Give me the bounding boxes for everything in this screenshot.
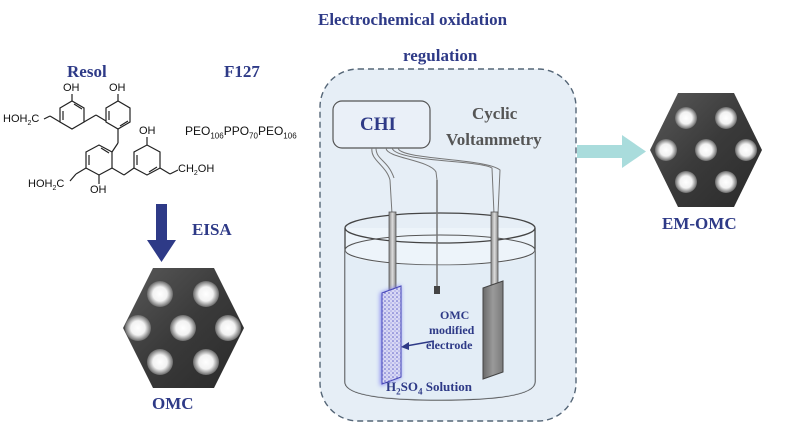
em-omc-pore-1	[675, 107, 697, 129]
resol-ring-4	[133, 144, 161, 176]
title-line-2: regulation	[403, 46, 478, 65]
hoh2c-top-label: HOH2C	[3, 113, 40, 128]
oh-label-2: OH	[109, 82, 126, 94]
omc-modified-electrode	[380, 285, 402, 386]
electrode-label-line-3: electrode	[426, 338, 473, 352]
cv-label-line-1: Cyclic	[472, 104, 518, 123]
em-omc-pore-6	[675, 171, 697, 193]
oh-label-3: OH	[139, 125, 156, 137]
electrode-pointer-arrow	[401, 340, 435, 350]
resol-ring-3	[85, 144, 113, 176]
oh-label-4: OH	[90, 184, 107, 196]
peo-b: PEO	[257, 124, 284, 138]
title-line-1: Electrochemical oxidation	[318, 10, 508, 29]
em-omc-label: EM-OMC	[662, 214, 737, 233]
em-omc-pore-7	[715, 171, 737, 193]
peo-a: PEO	[185, 124, 211, 138]
ppo: PPO	[223, 124, 250, 138]
sub-106b: 106	[283, 131, 297, 141]
f127-label: F127	[224, 62, 260, 81]
ch2oh-label: CH2OH	[178, 163, 215, 178]
em-omc-pore-5	[735, 139, 757, 161]
beaker-rim	[344, 212, 536, 244]
em-omc-hexagon	[650, 93, 762, 207]
sub-70: 70	[249, 131, 258, 141]
electrode-label-line-2: modified	[429, 323, 475, 337]
omc-pore-6	[147, 349, 173, 375]
omc-pore-1	[147, 281, 173, 307]
omc-pore-2	[193, 281, 219, 307]
chi-label: CHI	[360, 114, 396, 135]
f127-formula: PEO106PPO70PEO106	[185, 124, 297, 140]
result-arrow	[577, 135, 646, 168]
eisa-arrow	[147, 204, 176, 262]
eisa-label: EISA	[192, 220, 232, 239]
chi-box	[332, 100, 431, 149]
omc-pore-7	[193, 349, 219, 375]
cv-label-line-2: Voltammetry	[446, 130, 542, 149]
em-omc-pore-3	[655, 139, 677, 161]
working-electrode-rod	[388, 211, 397, 291]
electrode-wires	[371, 147, 501, 215]
hoh2c-bottom-label: HOH2C	[28, 178, 65, 193]
omc-pore-3	[125, 315, 151, 341]
solution-label: H2SO4 Solution	[386, 379, 472, 397]
counter-electrode-plate	[482, 280, 504, 380]
em-omc-pore-4	[695, 139, 717, 161]
resol-label: Resol	[67, 62, 107, 81]
counter-electrode-rod	[490, 211, 499, 291]
omc-label: OMC	[152, 394, 194, 413]
omc-pore-5	[215, 315, 241, 341]
beaker	[344, 212, 536, 401]
omc-hexagon	[123, 268, 244, 388]
omc-pore-4	[170, 315, 196, 341]
oh-label-1: OH	[63, 82, 80, 94]
reference-electrode-tip	[434, 286, 440, 294]
electrode-label-line-1: OMC	[440, 308, 470, 322]
em-omc-pore-2	[715, 107, 737, 129]
sub-106a: 106	[210, 131, 224, 141]
resol-molecule-structure	[43, 94, 179, 184]
